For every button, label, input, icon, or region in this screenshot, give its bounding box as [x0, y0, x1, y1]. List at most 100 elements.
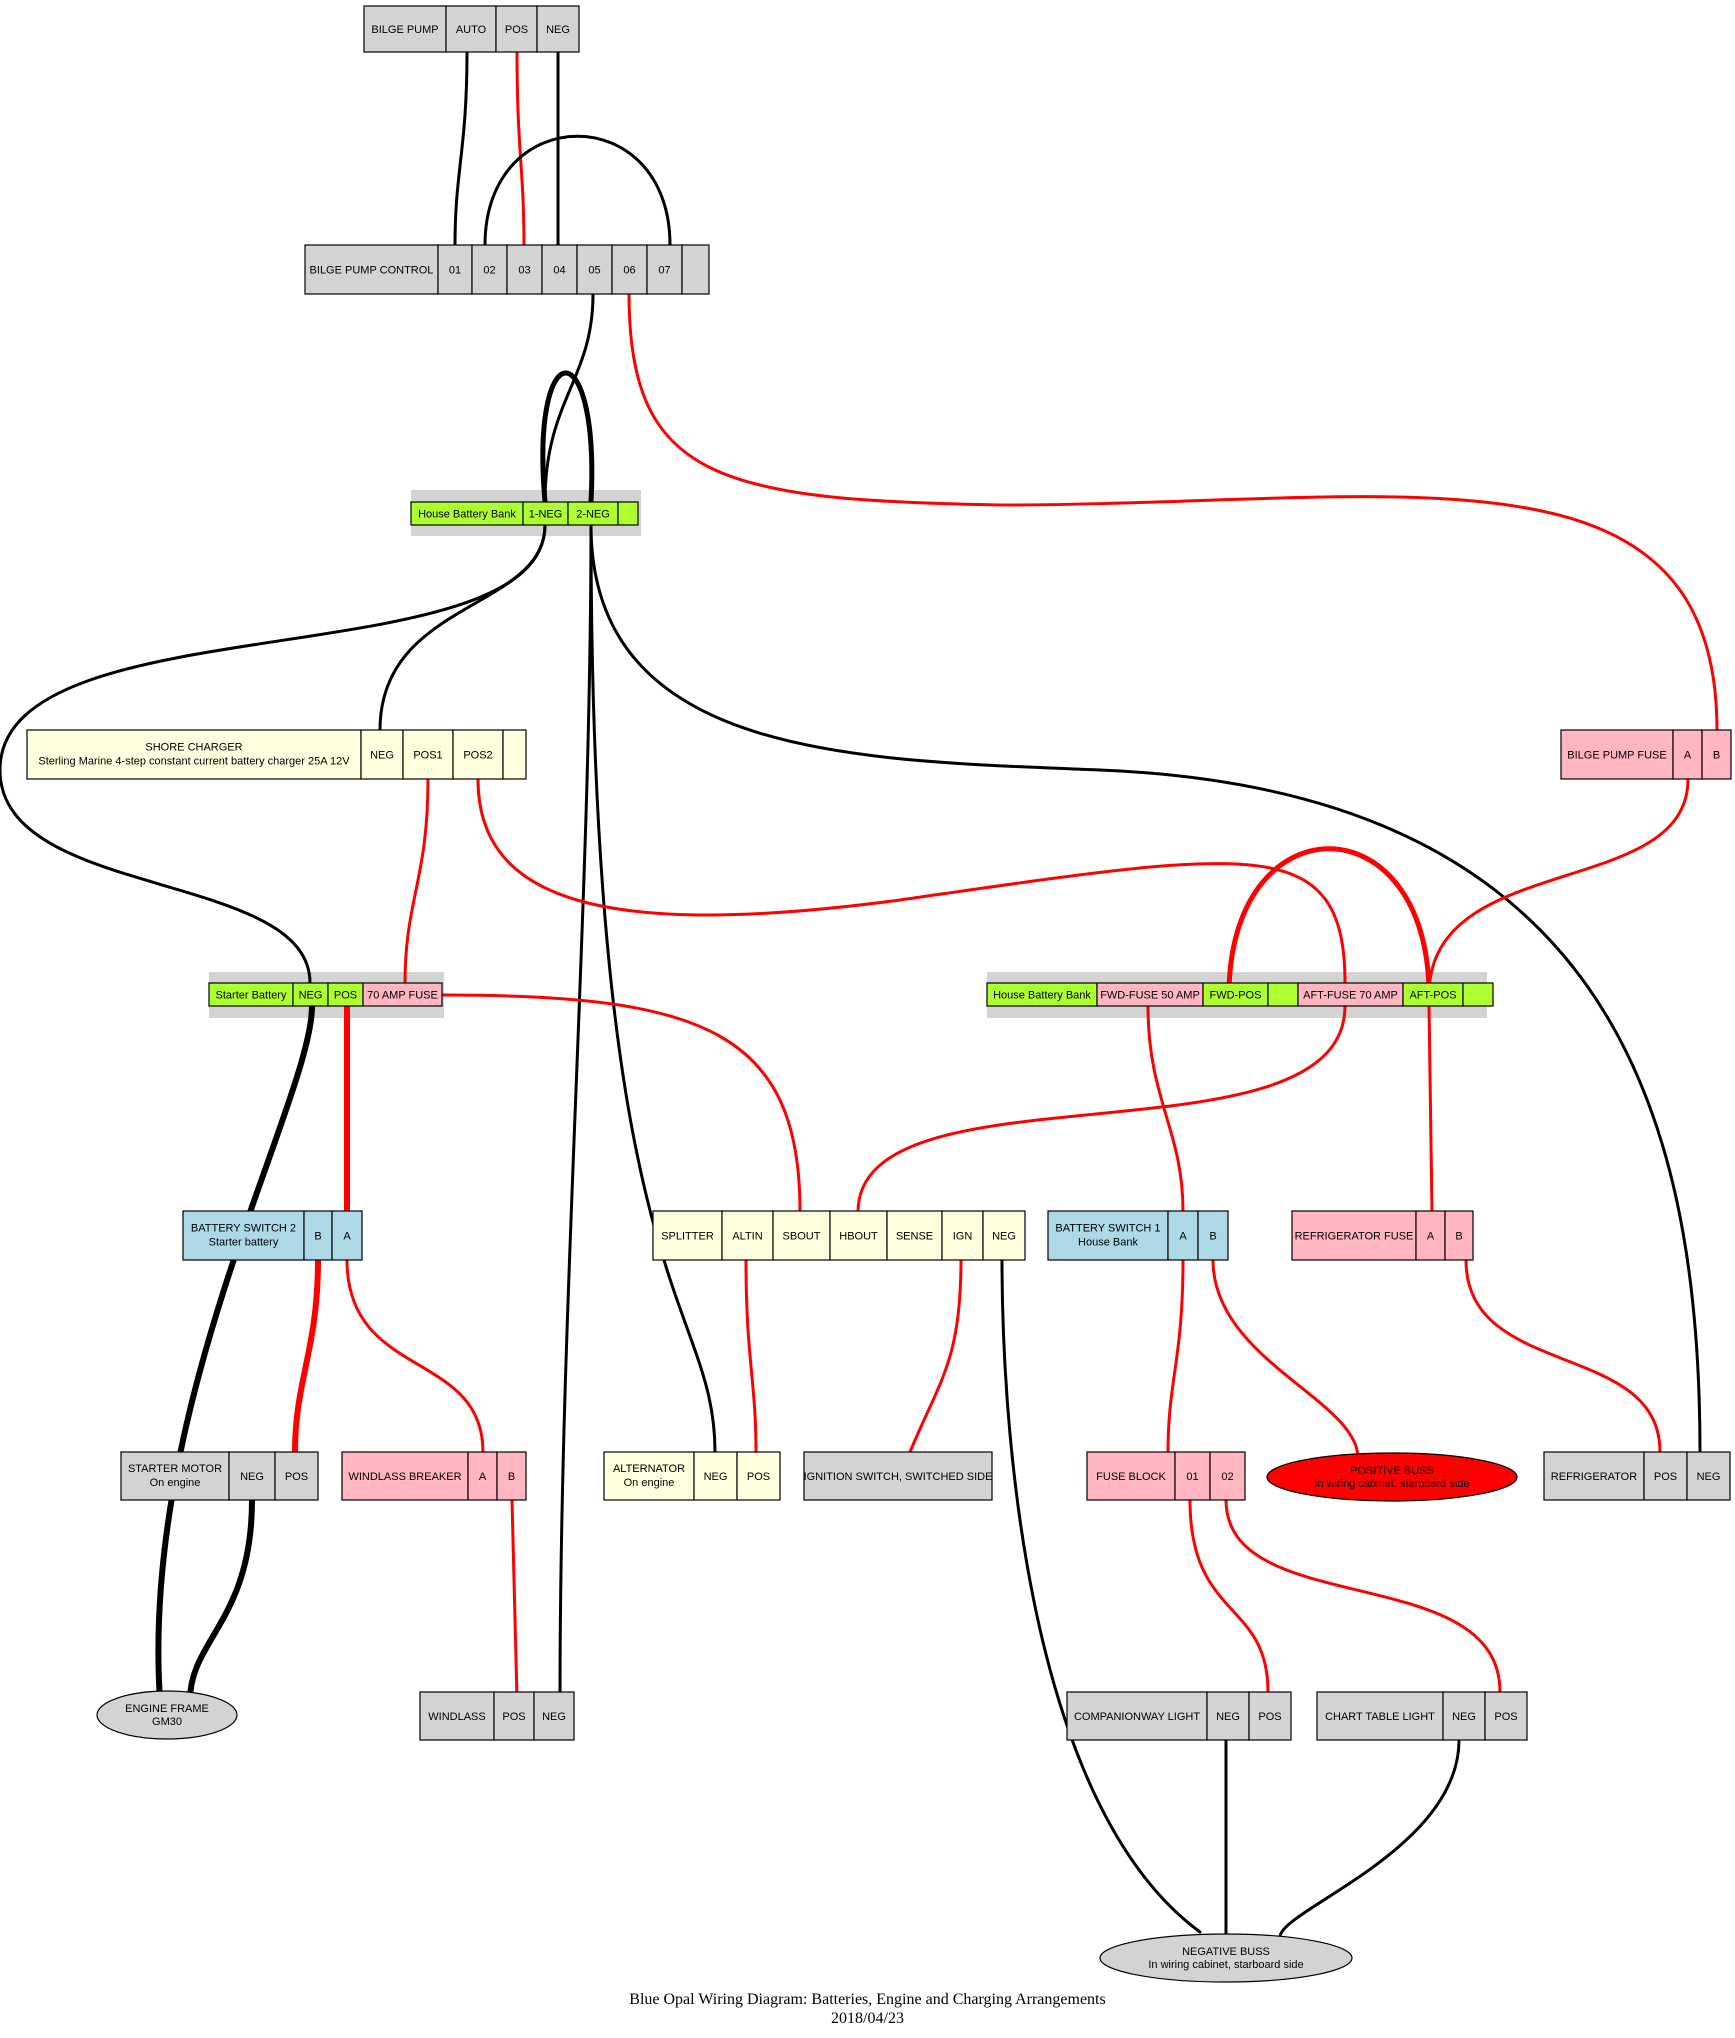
chart-table-light-node: CHART TABLE LIGHT NEG POS [1316, 1691, 1528, 1741]
wire-fuse02-charttable [1224, 1498, 1502, 1694]
companionway-light-label-cell [1066, 1691, 1208, 1741]
wire-switch2-b-motor [292, 1257, 321, 1455]
refrigerator-port-label: NEG [1697, 1471, 1721, 1483]
wires [0, 50, 1719, 1939]
splitter-port-label: ALTIN [732, 1230, 762, 1242]
house-bank-neg-port-label: 2-NEG [576, 508, 610, 520]
diagram-title: Blue Opal Wiring Diagram: Batteries, Eng… [629, 1991, 1106, 2008]
windlass-breaker-port-label: A [479, 1471, 487, 1483]
battery-switch-2-port-label: A [343, 1230, 351, 1242]
wire-fuse01-companion [1188, 1498, 1270, 1694]
refrigerator-fuse-title: REFRIGERATOR FUSE [1295, 1230, 1414, 1242]
house-bank-pos-title: House Battery Bank [993, 989, 1091, 1001]
ignition-switch-label-cell [803, 1451, 993, 1501]
bilge-pump-control-title: BILGE PUMP CONTROL [310, 264, 434, 276]
splitter-port-label: IGN [953, 1230, 973, 1242]
refrigerator-fuse-port-2 [1444, 1210, 1474, 1261]
windlass-breaker-label-cell [341, 1451, 469, 1501]
positive-buss-subtitle: In wiring cabinet, starboard side [1314, 1478, 1469, 1490]
house-bank-pos-port-3 [1267, 982, 1299, 1007]
battery-switch-1-subtitle: House Bank [1078, 1236, 1138, 1248]
battery-switch-2-label-cell [182, 1210, 305, 1261]
house-bank-pos-port-label: AFT-POS [1409, 989, 1456, 1001]
starter-battery-port-3 [362, 982, 443, 1007]
wire-charger-pos2 [476, 777, 1347, 985]
bilge-pump-control-port-8 [681, 244, 710, 295]
bilge-pump-control-port-4 [541, 244, 578, 295]
bilge-pump-control-port-label: 05 [588, 264, 600, 276]
wire-splitter-neg-buss [1000, 1258, 1202, 1934]
alternator-port-label: POS [747, 1471, 770, 1483]
wire-neg-windlass [558, 523, 593, 1700]
bilge-pump-port-label: AUTO [456, 24, 487, 36]
wire-charger-pos1 [403, 777, 430, 985]
house-bank-pos-port-label: AFT-FUSE 70 AMP [1303, 989, 1398, 1001]
wire-switch1-b-posbuss [1211, 1258, 1360, 1460]
battery-switch-2-port-label: B [314, 1230, 321, 1242]
bilge-pump-control-port-label: 01 [449, 264, 461, 276]
starter-motor-subtitle: On engine [150, 1477, 201, 1489]
splitter-port-label: SENSE [896, 1230, 933, 1242]
battery-switch-1-port-2 [1197, 1210, 1229, 1261]
chart-table-light-port-2 [1484, 1691, 1528, 1741]
starter-battery-port-label: NEG [299, 989, 323, 1001]
battery-switch-1-port-label: B [1209, 1230, 1216, 1242]
wire-aftfuse-hbout [856, 1004, 1347, 1213]
bilge-pump-control-label-cell [304, 244, 439, 295]
chart-table-light-title: CHART TABLE LIGHT [1325, 1711, 1435, 1723]
starter-battery-title: Starter Battery [216, 989, 287, 1001]
battery-switch-1-port-1 [1167, 1210, 1199, 1261]
refrigerator-fuse-label-cell [1291, 1210, 1417, 1261]
wire-control-02-07 [483, 134, 672, 247]
bilge-pump-control-port-label: 04 [553, 264, 565, 276]
windlass-port-label: POS [502, 1711, 525, 1723]
house-bank-neg-port-label: 1-NEG [529, 508, 563, 520]
wire-motor-frame [187, 1497, 255, 1703]
negative-buss-subtitle: In wiring cabinet, starboard side [1148, 1959, 1303, 1971]
wire-fwd-aft-pos-loop [1226, 846, 1432, 998]
windlass-breaker-port-2 [496, 1451, 527, 1501]
wire-breaker-windlass [510, 1498, 519, 1700]
chart-table-light-port-label: POS [1494, 1711, 1517, 1723]
wire-neg-alternator [589, 523, 717, 1454]
battery-switch-2-subtitle: Starter battery [209, 1236, 279, 1248]
wire-fwdfuse-switch1 [1146, 1004, 1185, 1213]
negative-buss-shape [1099, 1933, 1353, 1983]
chart-table-light-port-label: NEG [1452, 1711, 1476, 1723]
alternator-subtitle: On engine [624, 1477, 675, 1489]
starter-motor-title: STARTER MOTOR [128, 1463, 222, 1475]
battery-switch-2-port-2 [331, 1210, 363, 1261]
battery-switch-2-title: BATTERY SWITCH 2 [191, 1222, 296, 1234]
refrigerator-port-1 [1643, 1451, 1688, 1501]
wire-switch1-a-fuseblock [1166, 1258, 1185, 1454]
wire-refrigfuse-refrig [1464, 1258, 1662, 1454]
starter-motor-port-2 [274, 1451, 319, 1501]
wire-aftpos-refrigfuse [1427, 1004, 1434, 1213]
wire-bilge-fuse-aftpos [1427, 777, 1690, 997]
windlass-port-2 [533, 1691, 575, 1741]
splitter-port-3 [829, 1210, 888, 1261]
ignition-switch-node: IGNITION SWITCH, SWITCHED SIDE [803, 1451, 993, 1501]
bilge-pump-port-label: POS [505, 24, 528, 36]
wire-neg-loop [540, 370, 595, 505]
refrigerator-title: REFRIGERATOR [1551, 1471, 1637, 1483]
windlass-breaker-port-1 [467, 1451, 498, 1501]
splitter-port-5 [941, 1210, 984, 1261]
battery-switch-2-port-1 [303, 1210, 333, 1261]
battery-switch-1-label-cell [1047, 1210, 1169, 1261]
house-bank-pos-port-label: FWD-POS [1210, 989, 1262, 1001]
wire-neg-starter [0, 523, 547, 985]
fuse-block-port-1 [1174, 1451, 1211, 1501]
companionway-light-port-2 [1248, 1691, 1292, 1741]
